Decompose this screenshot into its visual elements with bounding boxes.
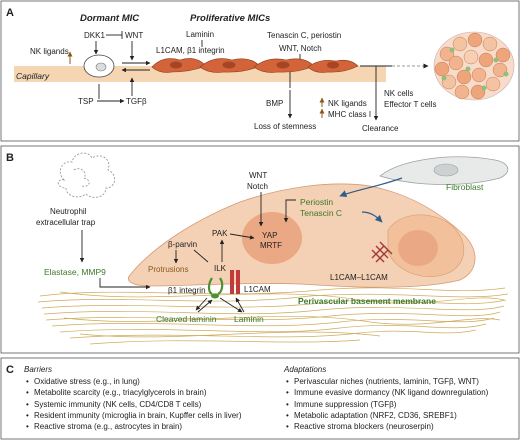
neutrophil-trap-icon [57, 152, 115, 198]
proliferative-nucleus-4 [327, 61, 339, 69]
mhc-class-i-label: MHC class I [328, 110, 371, 119]
perivascular-bm-label: Perivascular basement membrane [298, 296, 436, 306]
bmp-label: BMP [266, 99, 283, 108]
barriers-title: Barriers [24, 365, 53, 374]
effector-t-cells-label: Effector T cells [384, 100, 436, 109]
integrin-to-laminin-arrow [219, 297, 243, 313]
proliferative-nucleus-2 [222, 61, 236, 69]
panel-a-letter: A [6, 7, 14, 19]
beta-parvin-label: β-parvin [168, 240, 197, 249]
barriers-list: Oxidative stress (e.g., in lung) Metabol… [24, 376, 242, 432]
adaptation-item: Metabolic adaptation (NRF2, CD36, SREBF1… [286, 410, 488, 421]
barrier-item: Resident immunity (microglia in brain, K… [26, 410, 242, 421]
l1cam-label: L1CAM [244, 285, 271, 294]
cancer-cell-nucleus [242, 212, 302, 264]
ilk-label: ILK [214, 264, 227, 273]
neighbor-cell-nucleus [398, 230, 438, 266]
dkk1-label: DKK1 [84, 31, 105, 40]
dormant-nucleus [95, 62, 107, 72]
pak-to-yap-arrow [229, 233, 255, 240]
integrin-to-cleaved-laminin-arrow [195, 297, 208, 311]
protrusions-label: Protrusions [148, 265, 188, 274]
l1cam-b1-label: L1CAM, β1 integrin [156, 46, 225, 55]
fibroblast-label: Fibroblast [446, 182, 484, 192]
barrier-item: Reactive stroma (e.g., astrocytes in bra… [26, 421, 241, 432]
cleaved-laminin-label: Cleaved laminin [156, 314, 217, 324]
adaptation-item: Perivascular niches (nutrients, laminin,… [286, 376, 488, 387]
l1cam-l1cam-label: L1CAM–L1CAM [330, 273, 388, 282]
adaptations-block: Adaptations Perivascular niches (nutrien… [284, 364, 488, 432]
mrtf-label: MRTF [260, 241, 282, 250]
yap-label: YAP [262, 231, 277, 240]
panel-a: A Capillary Dormant MIC Proliferative MI… [0, 0, 520, 142]
beta-parvin-link [193, 249, 209, 263]
tsp-label: TSP [78, 97, 94, 106]
elastase-to-laminin-arrow [99, 278, 151, 290]
tgfb-label: TGFβ [126, 97, 147, 106]
adaptations-list: Perivascular niches (nutrients, laminin,… [284, 376, 488, 432]
adaptation-item: Immune suppression (TGFβ) [286, 399, 488, 410]
l1cam-receptor [230, 270, 240, 294]
tenascin-periostin-label: Tenascin C, periostin [267, 31, 341, 40]
barrier-item: Oxidative stress (e.g., in lung) [26, 376, 241, 387]
wnt-left-label: WNT [125, 31, 143, 40]
neutrophil-trap-label-1: Neutrophil [50, 207, 87, 216]
proliferative-nucleus-1 [170, 61, 182, 69]
tenascin-to-neighbor-arrow [361, 211, 383, 223]
b1-integrin-receptor [207, 277, 224, 299]
panel-b: B Fibroblast Neutrop [0, 145, 520, 354]
wnt-b-label: WNT [249, 171, 267, 180]
fibroblast-nucleus [433, 163, 459, 177]
l1cam-junction [371, 241, 393, 263]
tenascin-c-label: Tenascin C [300, 208, 342, 218]
nk-cells-label: NK cells [384, 89, 413, 98]
fibroblast-secretion-arrow [339, 177, 403, 198]
b1-integrin-label: β1 integrin [168, 286, 206, 295]
adaptation-item: Reactive stroma blockers (neuroserpin) [286, 421, 488, 432]
wnt-notch-label: WNT, Notch [279, 44, 322, 53]
basement-membrane-fibers [37, 287, 509, 345]
adaptations-title: Adaptations [284, 365, 327, 374]
nk-ligands-left-label: NK ligands [30, 47, 69, 56]
elastase-label: Elastase, MMP9 [44, 267, 106, 277]
panel-b-letter: B [6, 152, 14, 164]
laminin-b-label: Laminin [234, 314, 264, 324]
laminin-to-l1cam-arrow [235, 297, 245, 313]
proliferative-nucleus-3 [276, 61, 290, 69]
periostin-to-yap-arrow [283, 199, 296, 223]
barrier-item: Metabolite scarcity (e.g., triacylglycer… [26, 387, 241, 398]
cleaved-laminin-to-integrin-arrow [197, 299, 213, 313]
proliferative-mic-title: Proliferative MICs [190, 13, 270, 24]
barriers-block: Barriers Oxidative stress (e.g., in lung… [24, 364, 241, 432]
clearance-label: Clearance [362, 124, 399, 133]
barrier-item: Systemic immunity (NK cells, CD4/CD8 T c… [26, 399, 241, 410]
loss-of-stemness-label: Loss of stemness [254, 122, 316, 131]
neutrophil-trap-label-2: extracellular trap [36, 218, 96, 227]
panel-c-letter: C [6, 364, 14, 376]
metastatic-colony [433, 31, 515, 101]
nk-ligands-right-label: NK ligands [328, 99, 367, 108]
notch-b-label: Notch [247, 182, 268, 191]
dormant-mic-title: Dormant MIC [80, 13, 139, 24]
pak-label: PAK [212, 229, 228, 238]
capillary-label: Capillary [16, 71, 50, 81]
periostin-label: Periostin [300, 197, 333, 207]
laminin-label: Laminin [186, 30, 214, 39]
adaptation-item: Immune evasive dormancy (NK ligand downr… [286, 387, 488, 398]
